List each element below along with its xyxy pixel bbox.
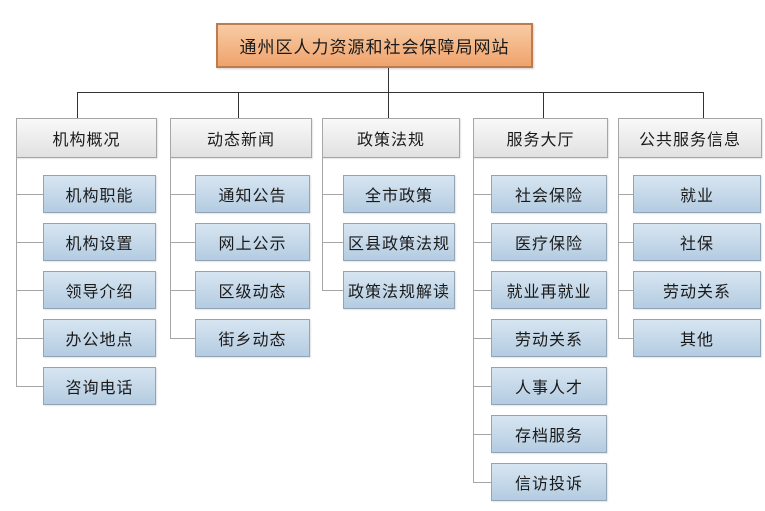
- child-node-policy-regulations-2: 政策法规解读: [343, 271, 455, 309]
- branch-line-org-overview-4: [16, 386, 43, 387]
- main-connector-line: [77, 92, 704, 93]
- child-node-news-updates-3: 街乡动态: [195, 319, 310, 357]
- branch-line-service-hall-2: [473, 290, 491, 291]
- child-node-service-hall-4: 人事人才: [491, 367, 607, 405]
- branch-line-news-updates-1: [170, 242, 195, 243]
- child-node-service-hall-6: 信访投诉: [491, 463, 607, 501]
- branch-line-service-hall-6: [473, 482, 491, 483]
- child-node-service-hall-5: 存档服务: [491, 415, 607, 453]
- child-node-service-hall-3: 劳动关系: [491, 319, 607, 357]
- spine-line-service-hall: [473, 158, 474, 482]
- child-node-org-overview-0: 机构职能: [43, 175, 156, 213]
- child-node-news-updates-2: 区级动态: [195, 271, 310, 309]
- child-node-public-service-info-1: 社保: [633, 223, 761, 261]
- child-node-news-updates-1: 网上公示: [195, 223, 310, 261]
- branch-line-news-updates-0: [170, 194, 195, 195]
- branch-line-org-overview-2: [16, 290, 43, 291]
- child-node-service-hall-2: 就业再就业: [491, 271, 607, 309]
- child-node-org-overview-1: 机构设置: [43, 223, 156, 261]
- child-node-public-service-info-2: 劳动关系: [633, 271, 761, 309]
- branch-line-org-overview-3: [16, 338, 43, 339]
- branch-line-policy-regulations-1: [322, 242, 343, 243]
- branch-header-service-hall: 服务大厅: [473, 118, 608, 158]
- branch-line-policy-regulations-2: [322, 290, 343, 291]
- branch-line-policy-regulations-0: [322, 194, 343, 195]
- branch-header-org-overview: 机构概况: [16, 118, 157, 158]
- child-node-service-hall-0: 社会保险: [491, 175, 607, 213]
- branch-line-service-hall-1: [473, 242, 491, 243]
- branch-header-public-service-info: 公共服务信息: [618, 118, 762, 158]
- child-node-org-overview-4: 咨询电话: [43, 367, 156, 405]
- child-node-org-overview-3: 办公地点: [43, 319, 156, 357]
- child-node-policy-regulations-0: 全市政策: [343, 175, 455, 213]
- branch-line-org-overview-1: [16, 242, 43, 243]
- child-node-service-hall-1: 医疗保险: [491, 223, 607, 261]
- drop-line-org-overview: [77, 92, 78, 118]
- branch-line-news-updates-2: [170, 290, 195, 291]
- drop-line-news-updates: [238, 92, 239, 118]
- root-node: 通州区人力资源和社会保障局网站: [216, 23, 533, 68]
- branch-line-public-service-info-3: [618, 338, 633, 339]
- child-node-news-updates-0: 通知公告: [195, 175, 310, 213]
- child-node-public-service-info-3: 其他: [633, 319, 761, 357]
- spine-line-policy-regulations: [322, 158, 323, 290]
- branch-line-service-hall-4: [473, 386, 491, 387]
- drop-line-public-service-info: [703, 92, 704, 118]
- branch-line-service-hall-3: [473, 338, 491, 339]
- branch-header-news-updates: 动态新闻: [170, 118, 312, 158]
- branch-line-public-service-info-1: [618, 242, 633, 243]
- root-drop-line: [388, 68, 389, 92]
- drop-line-service-hall: [543, 92, 544, 118]
- branch-line-news-updates-3: [170, 338, 195, 339]
- child-node-policy-regulations-1: 区县政策法规: [343, 223, 455, 261]
- branch-line-org-overview-0: [16, 194, 43, 195]
- branch-line-service-hall-0: [473, 194, 491, 195]
- spine-line-public-service-info: [618, 158, 619, 338]
- branch-line-public-service-info-0: [618, 194, 633, 195]
- child-node-org-overview-2: 领导介绍: [43, 271, 156, 309]
- branch-line-service-hall-5: [473, 434, 491, 435]
- child-node-public-service-info-0: 就业: [633, 175, 761, 213]
- spine-line-org-overview: [16, 158, 17, 386]
- branch-header-policy-regulations: 政策法规: [322, 118, 460, 158]
- spine-line-news-updates: [170, 158, 171, 338]
- branch-line-public-service-info-2: [618, 290, 633, 291]
- drop-line-policy-regulations: [388, 92, 389, 118]
